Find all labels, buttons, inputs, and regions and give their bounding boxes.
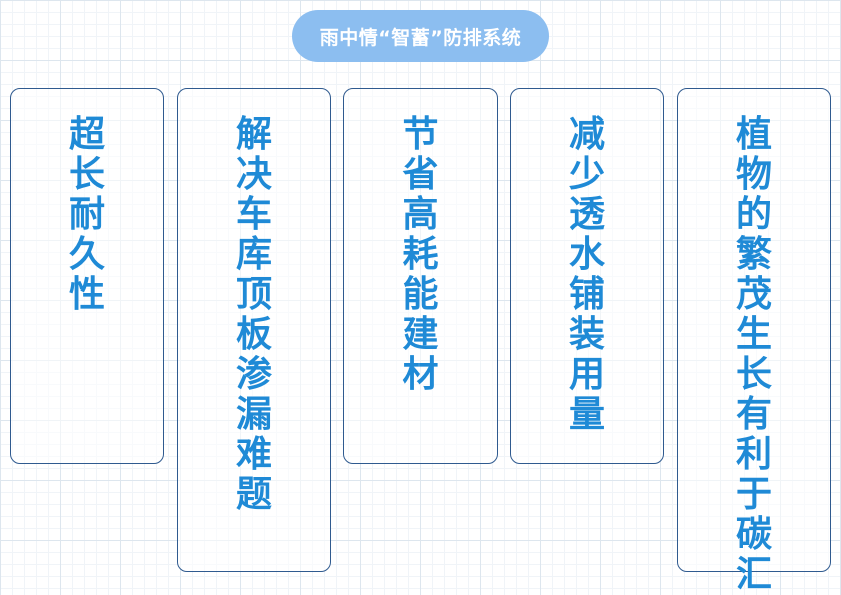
feature-card-save-materials: 节省高耗能建材 (343, 88, 498, 464)
feature-card-text: 超长耐久性 (68, 114, 105, 315)
feature-card-reduce-paving: 减少透水铺装用量 (510, 88, 664, 464)
feature-card-text: 解决车库顶板渗漏难题 (235, 114, 272, 515)
feature-card-text: 植物的繁茂生长有利于碳汇 (735, 114, 772, 595)
feature-card-leak-solution: 解决车库顶板渗漏难题 (177, 88, 331, 572)
feature-card-text: 节省高耗能建材 (402, 114, 439, 395)
diagram-title: 雨中情“智蓄”防排系统 (292, 10, 549, 62)
feature-card-carbon-sink: 植物的繁茂生长有利于碳汇 (677, 88, 831, 595)
feature-card-durability: 超长耐久性 (10, 88, 164, 464)
feature-card-text: 减少透水铺装用量 (568, 114, 605, 435)
